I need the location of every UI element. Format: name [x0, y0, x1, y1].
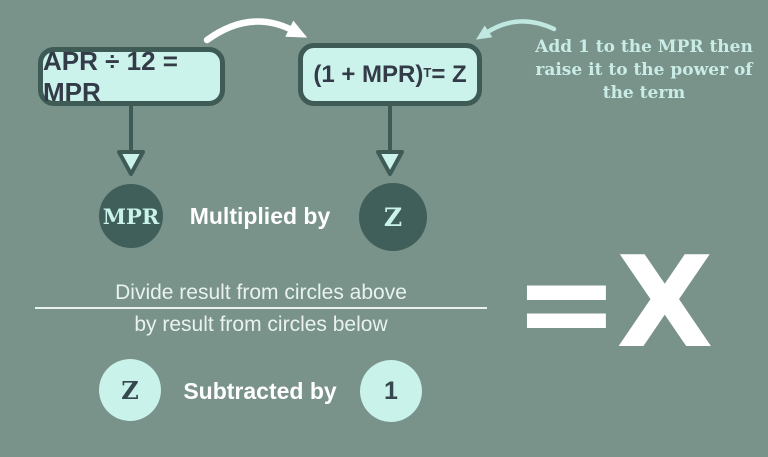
formula-box-z: (1 + MPR)T= Z — [298, 43, 482, 106]
equals-x-result: =X — [513, 228, 714, 376]
formula-mpr-text: APR ÷ 12 = MPR — [43, 45, 178, 107]
fraction-caption: Divide result from circles above by resu… — [35, 280, 487, 337]
annotation-line-1: Add 1 to the MPR then — [535, 37, 753, 57]
multiplied-by-label: Multiplied by — [189, 203, 331, 229]
annotation-note: Add 1 to the MPR then raise it to the po… — [520, 36, 768, 105]
z-circle-bottom: Z — [99, 359, 161, 421]
down-arrow-icon — [376, 105, 404, 176]
formula-z-exponent: T — [423, 65, 432, 80]
subtracted-by-label: Subtracted by — [183, 378, 337, 404]
z-circle-bottom-label: Z — [121, 375, 139, 405]
formula-z-base: (1 + MPR) — [313, 60, 424, 88]
one-circle: 1 — [360, 360, 422, 422]
annotation-line-2: raise it to the power of the term — [535, 60, 753, 103]
mpr-circle-label: MPR — [102, 203, 160, 229]
mpr-circle: MPR — [99, 184, 163, 248]
fraction-numerator-caption: Divide result from circles above — [115, 281, 407, 304]
formula-box-mpr: APR ÷ 12 = MPR — [38, 45, 225, 107]
down-arrow-icon — [117, 105, 145, 176]
one-circle-label: 1 — [384, 376, 398, 405]
formula-z-result: = Z — [431, 60, 467, 88]
curved-arrow-right-icon — [203, 18, 308, 44]
z-circle-top: Z — [359, 183, 427, 251]
fraction-bar — [35, 307, 487, 309]
fraction-denominator-caption: by result from circles below — [134, 313, 388, 336]
z-circle-top-label: Z — [383, 202, 403, 232]
curved-arrow-left-icon — [475, 19, 557, 40]
